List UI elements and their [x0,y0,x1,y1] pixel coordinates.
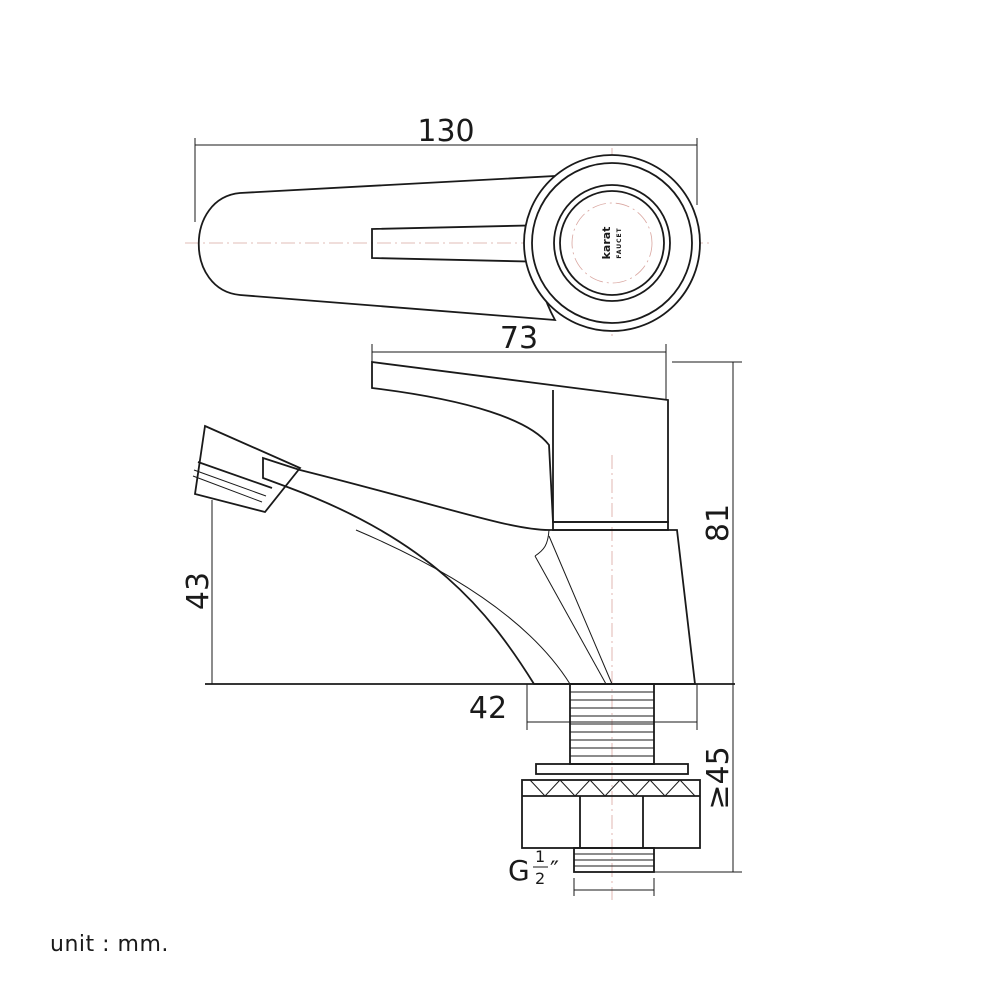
svg-text:FAUCET: FAUCET [616,227,623,258]
brand-logo: karat FAUCET [600,227,623,260]
dim-handle-length: 73 [500,321,538,356]
washer [535,763,689,775]
svg-text:1: 1 [535,847,545,866]
side-view-body [262,456,697,685]
dim-height: 81 [701,504,736,542]
svg-text:karat: karat [600,227,613,260]
dim-spout-height: 43 [181,572,216,610]
svg-text:G: G [508,854,530,887]
svg-text:″: ″ [550,856,559,884]
dim-shank-length: ≥45 [701,746,736,809]
side-view: 73 81 43 42 ≥45 G 1 2 ″ [181,321,742,900]
svg-text:2: 2 [535,869,545,888]
dim-overall-length: 130 [417,114,474,149]
side-view-handle [371,360,669,523]
dim-base-width: 42 [469,691,507,726]
unit-note: unit : mm. [50,932,169,957]
handle-cap [553,184,671,302]
top-view-body [198,175,557,322]
top-view: karat FAUCET 130 [185,114,712,340]
handle-outer-ring [523,154,701,332]
thread-spec: G 1 2 ″ [508,847,559,888]
aerator [193,424,302,514]
